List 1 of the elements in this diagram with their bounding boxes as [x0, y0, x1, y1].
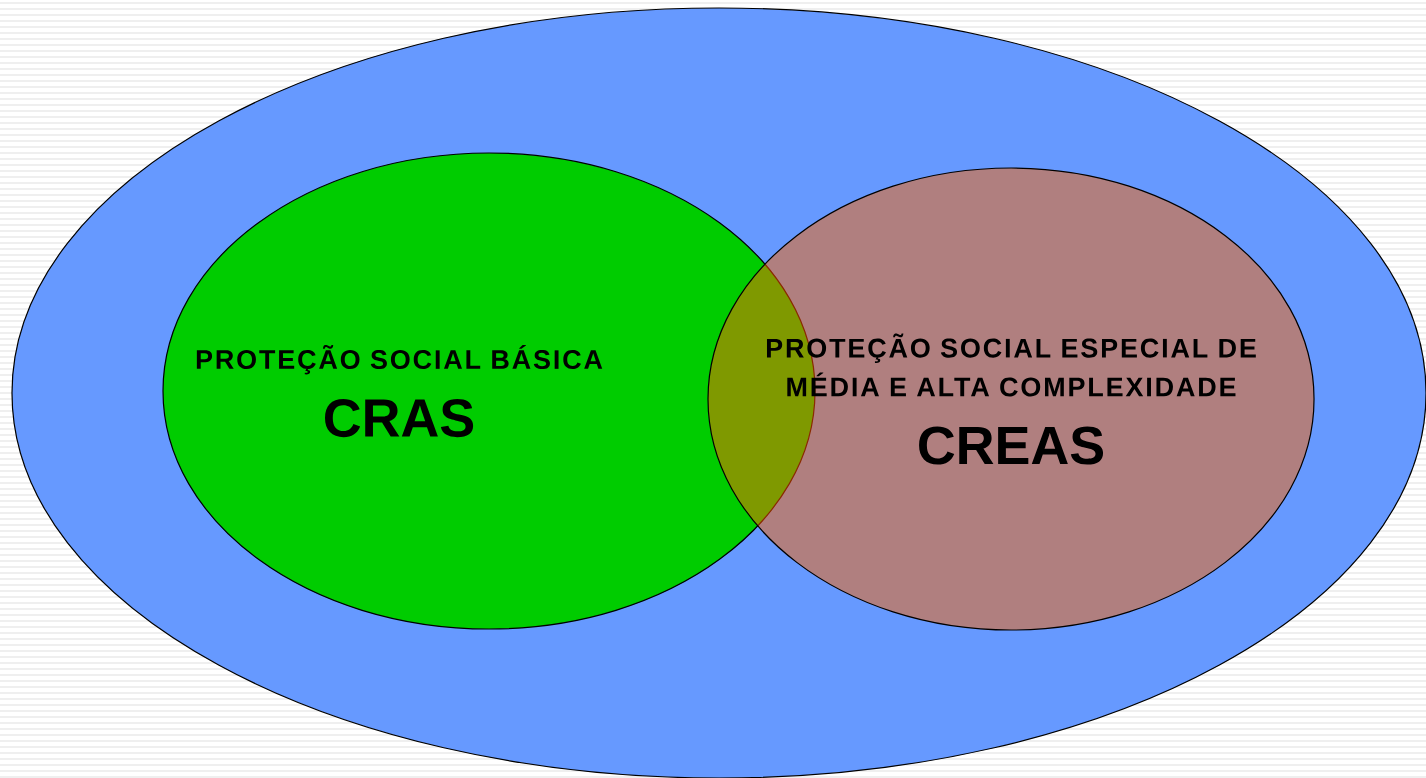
node-label: CREAS: [919, 426, 1104, 465]
